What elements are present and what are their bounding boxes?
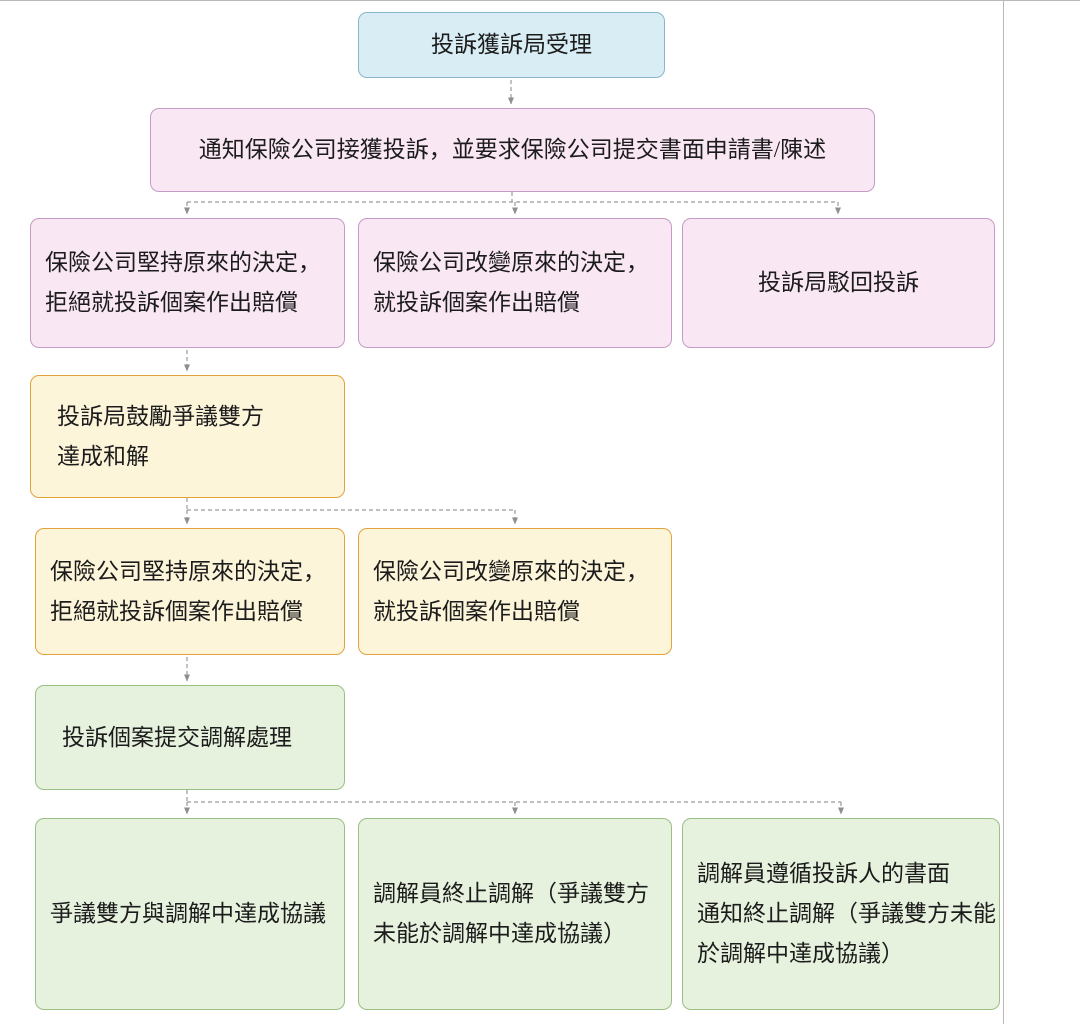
node-line: 通知保險公司接獲投訴，並要求保險公司提交書面申請書/陳述 [198,137,827,162]
page-top-edge [0,0,1080,1]
node-insurer-insists-2: 保險公司堅持原來的決定， 拒絕就投訴個案作出賠償 [35,528,345,655]
node-line: 調解員遵循投訴人的書面 [697,861,950,886]
node-mediation-agreement: 爭議雙方與調解中達成協議 [35,818,345,1010]
node-line: 拒絕就投訴個案作出賠償 [45,290,298,315]
node-line: 就投訴個案作出賠償 [373,290,580,315]
node-line: 保險公司堅持原來的決定， [50,558,326,584]
node-notify-insurer: 通知保險公司接獲投訴，並要求保險公司提交書面申請書/陳述 [150,108,875,192]
node-line: 拒絕就投訴個案作出賠償 [50,598,303,624]
node-line: 就投訴個案作出賠償 [373,598,580,624]
node-line: 保險公司改變原來的決定， [373,558,649,584]
node-line: 投訴獲訴局受理 [431,32,592,57]
node-terminate-by-written-notice: 調解員遵循投訴人的書面 通知終止調解（爭議雙方未能 於調解中達成協議） [682,818,1000,1010]
node-line: 調解員終止調解（爭議雙方 [373,881,649,906]
node-complaint-dismissed: 投訴局駁回投訴 [682,218,995,348]
node-line: 投訴局鼓勵爭議雙方 [57,403,264,429]
node-mediator-terminates: 調解員終止調解（爭議雙方 未能於調解中達成協議） [358,818,672,1010]
node-line: 保險公司堅持原來的決定， [45,250,321,275]
node-submit-mediation: 投訴個案提交調解處理 [35,685,345,790]
node-insurer-changes-2: 保險公司改變原來的決定， 就投訴個案作出賠償 [358,528,672,655]
node-insurer-insists-1: 保險公司堅持原來的決定， 拒絕就投訴個案作出賠償 [30,218,345,348]
node-encourage-settlement: 投訴局鼓勵爭議雙方 達成和解 [30,375,345,498]
node-line: 達成和解 [57,443,149,469]
node-line: 投訴局駁回投訴 [758,270,919,295]
connector-encourage-branch [184,498,518,525]
node-insurer-changes-1: 保險公司改變原來的決定， 就投訴個案作出賠償 [358,218,672,348]
connector-mediation-branch [184,790,844,815]
node-line: 投訴個案提交調解處理 [62,724,292,750]
node-line: 爭議雙方與調解中達成協議 [50,901,326,926]
node-line: 未能於調解中達成協議） [373,921,626,946]
node-complaint-received: 投訴獲訴局受理 [358,12,665,78]
page-right-edge [1003,0,1004,1024]
node-line: 通知終止調解（爭議雙方未能 [697,901,996,926]
node-line: 保險公司改變原來的決定， [373,250,649,275]
node-line: 於調解中達成協議） [697,941,904,966]
connector-notify-branch [184,192,841,215]
